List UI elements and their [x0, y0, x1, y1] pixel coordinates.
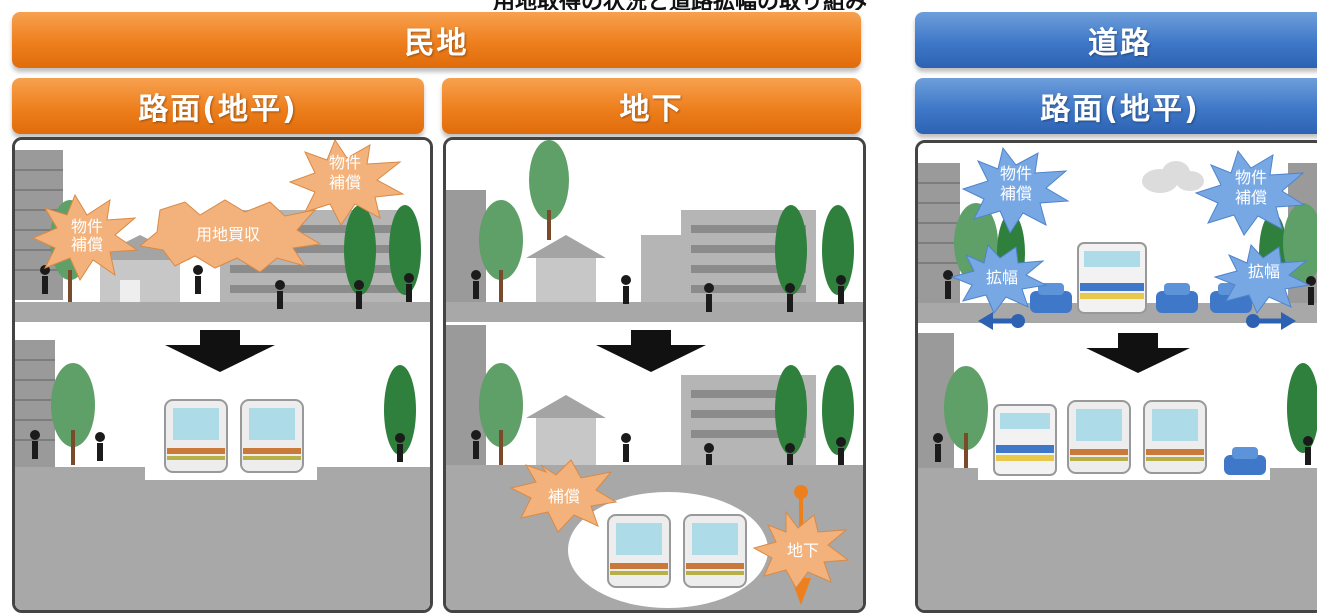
train-road	[1067, 400, 1207, 474]
header-private-land: 民地	[12, 12, 861, 68]
svg-text:用地買収: 用地買収	[196, 225, 260, 244]
header-road: 道路	[915, 12, 1317, 68]
burst-property-comp-1: 物件 補償	[31, 193, 139, 282]
header-underground-label: 地下	[619, 92, 684, 127]
svg-text:拡幅: 拡幅	[986, 268, 1018, 287]
header-private-land-label: 民地	[404, 26, 469, 61]
header-at-grade-label: 路面(地平)	[138, 92, 298, 127]
svg-text:補償: 補償	[548, 487, 580, 506]
burst-property-comp-road-1: 物件 補償	[961, 146, 1070, 235]
svg-text:物件: 物件	[1235, 168, 1267, 187]
bus-bottom	[993, 404, 1057, 476]
svg-text:補償: 補償	[1235, 188, 1267, 207]
panel-underground: 補償 地下	[443, 137, 866, 613]
svg-text:物件: 物件	[329, 153, 361, 172]
svg-text:補償: 補償	[71, 235, 103, 254]
header-at-grade: 路面(地平)	[12, 78, 424, 134]
pedestrians	[40, 265, 414, 309]
burst-widening-2: 拡幅	[1213, 243, 1311, 314]
down-arrow	[165, 330, 275, 372]
svg-text:地下: 地下	[787, 541, 819, 560]
header-road-at-grade-label: 路面(地平)	[1040, 92, 1200, 127]
burst-underground: 地下	[752, 510, 850, 589]
burst-property-comp-road-2: 物件 補償	[1194, 149, 1306, 236]
tree	[389, 205, 421, 295]
widening-arrows	[978, 312, 1296, 330]
cloud-icon	[1142, 161, 1204, 193]
header-road-at-grade: 路面(地平)	[915, 78, 1317, 134]
burst-land-acquisition: 用地買収	[138, 199, 322, 273]
underground-train	[607, 514, 747, 588]
train	[164, 399, 304, 473]
burst-compensation: 補償	[509, 459, 618, 533]
burst-property-comp-2: 物件 補償	[288, 140, 405, 226]
panel-at-grade: 物件 補償 物件 補償 用地買収	[12, 137, 433, 613]
header-underground: 地下	[442, 78, 861, 134]
svg-text:補償: 補償	[329, 173, 361, 192]
svg-text:物件: 物件	[71, 217, 103, 236]
page-title: 用地取得の状況と道路拡幅の取り組み	[300, 0, 1060, 10]
bus	[1077, 242, 1147, 314]
underground-illustration: 補償 地下	[446, 140, 863, 610]
svg-text:物件: 物件	[1000, 164, 1032, 183]
tree	[344, 205, 376, 295]
header-road-label: 道路	[1088, 26, 1152, 61]
burst-widening-1: 拡幅	[950, 243, 1048, 314]
road-illustration: 物件 補償 物件 補償 拡幅 拡幅	[918, 143, 1317, 610]
at-grade-illustration: 物件 補償 物件 補償 用地買収	[15, 140, 430, 610]
svg-text:補償: 補償	[1000, 184, 1032, 203]
panel-road-at-grade: 物件 補償 物件 補償 拡幅 拡幅	[915, 140, 1317, 613]
svg-text:拡幅: 拡幅	[1248, 262, 1280, 281]
